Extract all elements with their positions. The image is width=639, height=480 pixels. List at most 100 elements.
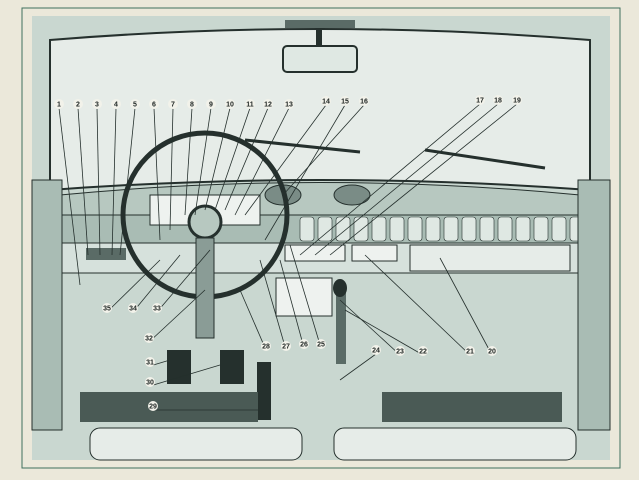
callout-badge (512, 95, 522, 105)
callout-leader-line (148, 289, 206, 343)
callout-leader-line (156, 249, 211, 313)
callout-number-33: 33 (153, 306, 161, 313)
floor-mat-right (382, 392, 562, 422)
callout-number-25: 25 (317, 342, 325, 349)
callout-number-28: 28 (262, 344, 270, 351)
dashboard-pad (533, 216, 549, 242)
wiper-right (424, 148, 546, 170)
door-left (31, 179, 63, 431)
callout-number-31: 31 (146, 360, 154, 367)
callout-number-6: 6 (152, 102, 156, 109)
seat-right (333, 427, 577, 461)
callout-badge (145, 377, 155, 387)
callout-badge (206, 99, 216, 109)
callout-leader-line (264, 104, 346, 241)
callout-leader-line (339, 353, 377, 381)
callout-badge (487, 346, 497, 356)
callout-badge (144, 333, 154, 343)
callout-leader-line (344, 309, 424, 356)
clutch-pedal (167, 350, 191, 384)
callout-leader-line (106, 259, 161, 313)
vent-right (333, 184, 371, 206)
callout-badge (92, 99, 102, 109)
steering-hub (187, 204, 223, 240)
callout-leader-line (339, 299, 401, 356)
callout-badge (340, 96, 350, 106)
heater-controls (275, 277, 333, 317)
callout-leader-line (259, 259, 287, 351)
callout-leader-line (244, 104, 327, 216)
callout-number-17: 17 (476, 98, 484, 105)
callout-number-20: 20 (488, 349, 496, 356)
dashboard-pad (479, 216, 495, 242)
dashboard-pad (443, 216, 459, 242)
rearview-mirror (282, 45, 358, 73)
callout-number-10: 10 (226, 102, 234, 109)
callout-badge (102, 303, 112, 313)
mirror-mount (316, 22, 322, 46)
callout-number-27: 27 (282, 344, 290, 351)
callout-number-12: 12 (264, 102, 272, 109)
callout-badge (225, 99, 235, 109)
callout-number-8: 8 (190, 102, 194, 109)
callout-leader-line (132, 254, 181, 313)
callout-leader-line (77, 107, 89, 256)
callout-number-3: 3 (95, 102, 99, 109)
callout-leader-line (204, 107, 231, 211)
callout-number-24: 24 (372, 348, 380, 355)
callout-number-2: 2 (76, 102, 80, 109)
mirror-bracket (285, 20, 355, 28)
callout-leader-line (439, 257, 493, 356)
callout-badge (261, 341, 271, 351)
callout-badge (284, 99, 294, 109)
callout-badge (145, 357, 155, 367)
callout-number-30: 30 (146, 380, 154, 387)
callout-number-19: 19 (513, 98, 521, 105)
callout-number-34: 34 (129, 306, 137, 313)
callout-leader-line (299, 103, 481, 256)
callout-badge (73, 99, 83, 109)
callout-leader-line (329, 103, 518, 256)
callout-badge (316, 339, 326, 349)
door-right (577, 179, 611, 431)
frame-border (21, 7, 621, 469)
callout-badge (54, 99, 64, 109)
dashboard-pad (389, 216, 405, 242)
callout-number-14: 14 (322, 99, 330, 106)
callout-number-21: 21 (466, 349, 474, 356)
callout-badge (111, 99, 121, 109)
callout-badge (263, 99, 273, 109)
wiper-left (244, 138, 361, 154)
callout-badge (281, 341, 291, 351)
callout-badge (130, 99, 140, 109)
callout-number-18: 18 (494, 98, 502, 105)
callout-leader-line (58, 107, 81, 286)
callout-leader-line (184, 107, 193, 216)
dashboard-pad (317, 216, 333, 242)
dashboard-pad (335, 216, 351, 242)
callout-leader-line (119, 107, 136, 256)
floor-mat-left (80, 392, 258, 422)
callout-leader-line (282, 104, 365, 196)
callout-leader-line (111, 107, 117, 256)
callout-leader-line (224, 107, 269, 211)
callout-number-16: 16 (360, 99, 368, 106)
dashboard-pad (515, 216, 531, 242)
callout-badge (371, 345, 381, 355)
callout-number-11: 11 (246, 102, 254, 109)
callout-badge (493, 95, 503, 105)
callout-badge (168, 99, 178, 109)
callout-number-29: 29 (149, 404, 157, 411)
callout-leader-line (239, 289, 267, 351)
steering-column (195, 237, 215, 339)
callout-badge (187, 99, 197, 109)
callout-badge (148, 401, 158, 411)
callout-number-22: 22 (419, 349, 427, 356)
callout-badge (128, 303, 138, 313)
gear-knob (333, 279, 347, 297)
dashboard-pad (371, 216, 387, 242)
callout-badge (299, 339, 309, 349)
callout-number-7: 7 (171, 102, 175, 109)
callout-badge (245, 99, 255, 109)
